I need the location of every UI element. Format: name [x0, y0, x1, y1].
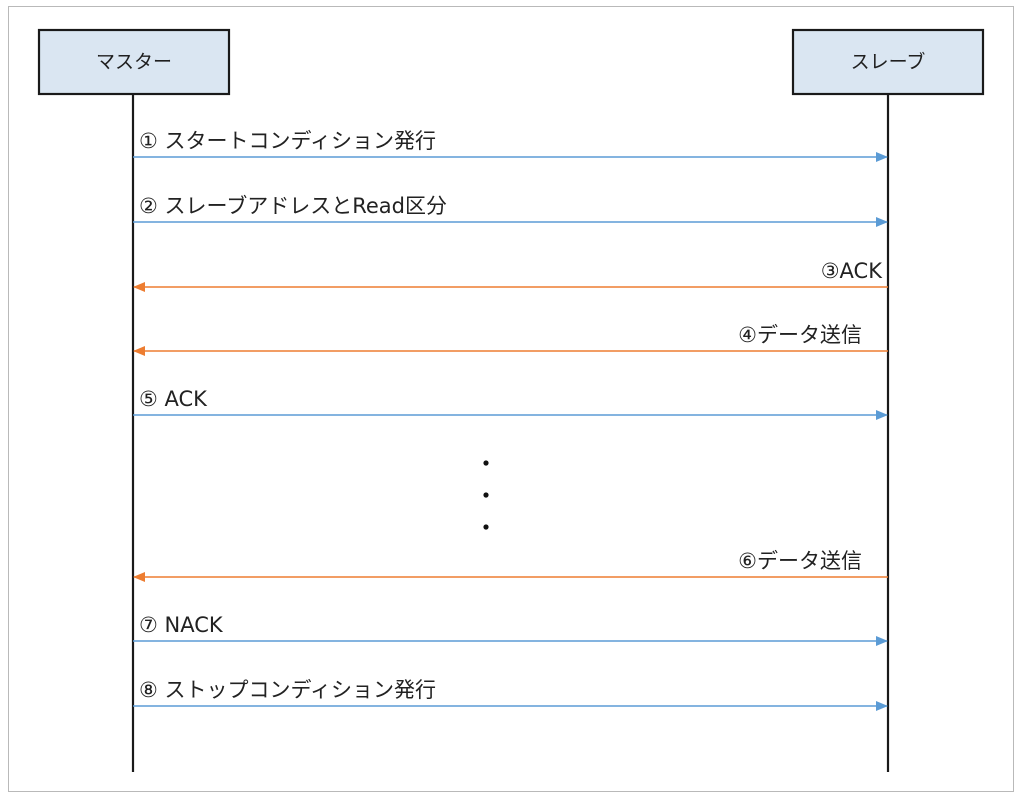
message-7: ⑦ NACK: [133, 613, 888, 646]
message-6: ⑥データ送信: [133, 549, 888, 582]
ellipsis-dot: [483, 460, 489, 466]
message-8-label: ⑧ ストップコンディション発行: [139, 678, 436, 702]
diagram-frame: [8, 6, 1014, 792]
ellipsis-dot: [483, 492, 489, 498]
message-2-label: ② スレーブアドレスとRead区分: [139, 194, 447, 218]
message-5-label: ⑤ ACK: [139, 387, 208, 411]
message-6-label: ⑥データ送信: [738, 549, 862, 573]
ellipsis-dot: [483, 524, 489, 530]
message-8: ⑧ ストップコンディション発行: [133, 678, 888, 711]
master-participant: マスター: [37, 28, 231, 96]
master-label: マスター: [96, 51, 172, 73]
message-1: ① スタートコンディション発行: [133, 129, 888, 162]
message-5: ⑤ ACK: [133, 387, 888, 420]
message-3-label: ③ACK: [821, 259, 883, 283]
message-4: ④データ送信: [133, 323, 888, 356]
slave-label: スレーブ: [851, 50, 926, 73]
message-2: ② スレーブアドレスとRead区分: [133, 194, 888, 227]
message-4-label: ④データ送信: [738, 323, 862, 347]
message-3: ③ACK: [133, 259, 888, 292]
message-1-label: ① スタートコンディション発行: [139, 129, 436, 153]
slave-participant: スレーブ: [791, 28, 985, 96]
message-7-label: ⑦ NACK: [139, 613, 224, 637]
